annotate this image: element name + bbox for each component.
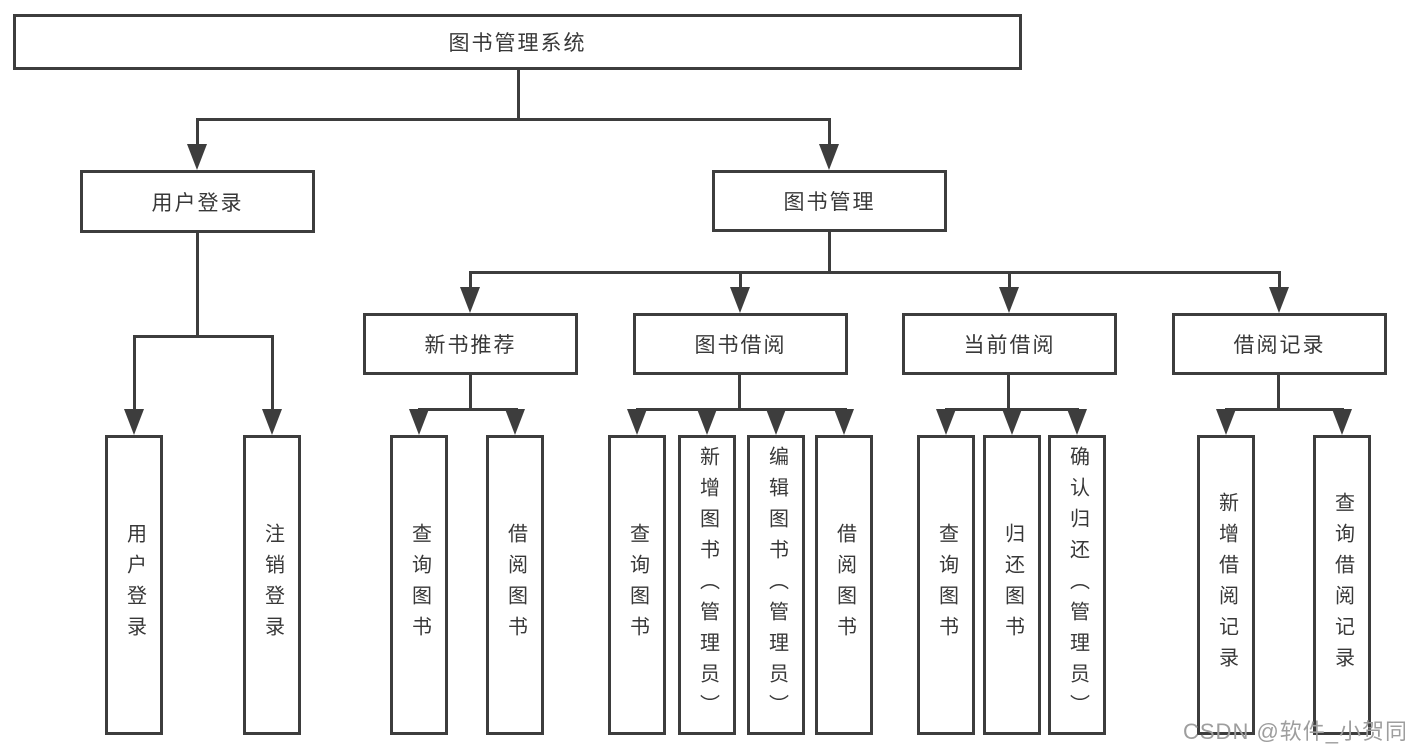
leaf-add-books-admin: 新增图书（管理员） [678,435,736,735]
node-label: 图书管理 [783,191,876,214]
node-label: 当前借阅 [963,334,1056,357]
connector-line [1007,375,1010,411]
node-label: 查询图书 [626,523,649,647]
arrow-down-icon [187,144,207,170]
leaf-logout: 注销登录 [243,435,301,735]
node-label: 用户登录 [151,191,244,215]
connector-line [196,118,199,148]
connector-line [1278,271,1281,289]
connector-line [738,375,741,411]
connector-line [469,271,472,289]
leaf-add-borrow-record: 新增借阅记录 [1197,435,1255,735]
connector-line [636,408,847,411]
arrow-down-icon [627,409,647,435]
connector-line [517,70,520,120]
connector-line [196,118,831,121]
node-label: 新增图书（管理员） [696,445,719,725]
leaf-user-login: 用户登录 [105,435,163,735]
connector-line [1008,271,1011,289]
node-label: 查询图书 [935,523,958,647]
node-label: 借阅图书 [504,523,527,647]
connector-line [1277,375,1280,411]
connector-line [739,271,742,289]
arrow-down-icon [1002,409,1022,435]
node-label: 查询借阅记录 [1331,492,1354,678]
leaf-newbook-query-books: 查询图书 [390,435,448,735]
leaf-return-books: 归还图书 [983,435,1041,735]
node-label: 新书推荐 [424,334,517,357]
node-book-borrowing: 图书借阅 [633,313,848,375]
connector-line [418,408,518,411]
arrow-down-icon [730,287,750,313]
arrow-down-icon [936,409,956,435]
node-label: 编辑图书（管理员） [765,445,788,725]
node-label: 新增借阅记录 [1215,492,1238,678]
connector-line [469,271,1281,274]
arrow-down-icon [1269,287,1289,313]
arrow-down-icon [834,409,854,435]
arrow-down-icon [1067,409,1087,435]
arrow-down-icon [409,409,429,435]
arrow-down-icon [819,144,839,170]
node-label: 图书管理系统 [448,32,587,55]
node-borrowing-records: 借阅记录 [1172,313,1387,375]
leaf-edit-books-admin: 编辑图书（管理员） [747,435,805,735]
node-label: 确认归还（管理员） [1066,445,1089,725]
connector-line [196,233,199,338]
node-library-management-system: 图书管理系统 [13,14,1022,70]
leaf-query-borrow-record: 查询借阅记录 [1313,435,1371,735]
arrow-down-icon [766,409,786,435]
node-label: 借阅记录 [1233,334,1326,357]
node-new-book-recommendation: 新书推荐 [363,313,578,375]
arrow-down-icon [460,287,480,313]
node-current-borrowing: 当前借阅 [902,313,1117,375]
connector-line [1225,408,1344,411]
connector-line [828,118,831,148]
leaf-current-query-books: 查询图书 [917,435,975,735]
arrow-down-icon [1332,409,1352,435]
leaf-newbook-borrow-books: 借阅图书 [486,435,544,735]
leaf-borrow-query-books: 查询图书 [608,435,666,735]
arrow-down-icon [262,409,282,435]
node-book-management: 图书管理 [712,170,947,232]
node-label: 查询图书 [408,523,431,647]
node-label: 用户登录 [123,523,146,647]
leaf-borrow-books: 借阅图书 [815,435,873,735]
node-label: 图书借阅 [694,334,787,357]
arrow-down-icon [505,409,525,435]
leaf-confirm-return-admin: 确认归还（管理员） [1048,435,1106,735]
arrow-down-icon [999,287,1019,313]
connector-line [828,232,831,274]
node-label: 注销登录 [261,523,284,647]
connector-line [133,335,136,413]
arrow-down-icon [697,409,717,435]
connector-line [469,375,472,411]
node-label: 借阅图书 [833,523,856,647]
node-user-login: 用户登录 [80,170,315,233]
connector-line [271,335,274,413]
arrow-down-icon [1216,409,1236,435]
csdn-watermark: CSDN @软件_小贺同学 [1183,719,1405,744]
arrow-down-icon [124,409,144,435]
connector-line [133,335,274,338]
node-label: 归还图书 [1001,523,1024,647]
